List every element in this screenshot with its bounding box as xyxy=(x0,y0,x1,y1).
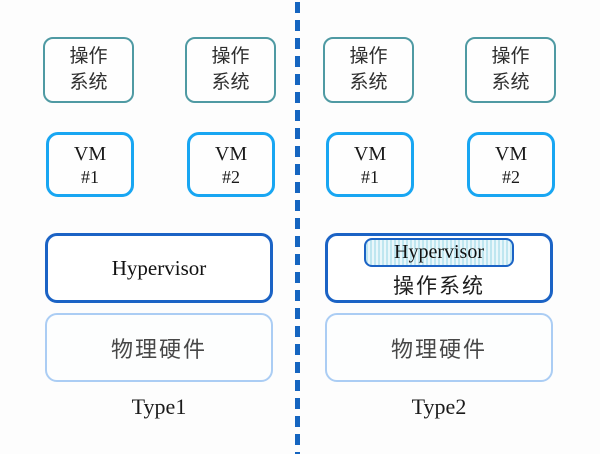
hypervisor-label: Hypervisor xyxy=(111,255,207,280)
vm-label: VM xyxy=(73,142,107,165)
host-os-with-hypervisor-box: Hypervisor 操作系统 xyxy=(325,233,553,303)
vm-label: VM xyxy=(353,142,387,165)
guest-os-label-line2: 系统 xyxy=(211,72,250,93)
guest-os-label-line2: 系统 xyxy=(349,72,388,93)
dashed-divider-line xyxy=(295,2,300,454)
vm-box: VM #1 xyxy=(326,132,414,197)
vm-number: #1 xyxy=(361,166,379,187)
guest-os-label-line1: 操作 xyxy=(211,46,250,67)
guest-os-label-line1: 操作 xyxy=(349,46,388,67)
hypervisor-label: Hypervisor xyxy=(394,240,484,263)
guest-os-label-line1: 操作 xyxy=(491,46,530,67)
host-os-label: 操作系统 xyxy=(393,273,485,298)
guest-os-box: 操作 系统 xyxy=(323,37,414,103)
vm-number: #1 xyxy=(81,166,99,187)
hypervisor-box: Hypervisor xyxy=(45,233,273,303)
physical-hardware-label: 物理硬件 xyxy=(390,336,487,362)
guest-os-box: 操作 系统 xyxy=(465,37,556,103)
vm-box: VM #1 xyxy=(46,132,134,197)
physical-hardware-box: 物理硬件 xyxy=(325,313,553,382)
vm-number: #2 xyxy=(222,166,240,187)
guest-os-label-line2: 系统 xyxy=(491,72,530,93)
vm-label: VM xyxy=(494,142,528,165)
type2-column: 操作 系统 操作 系统 VM #1 VM #2 Hypervisor 操作系统 … xyxy=(280,0,578,454)
guest-os-label-line2: 系统 xyxy=(69,72,108,93)
type2-caption: Type2 xyxy=(411,394,467,419)
physical-hardware-box: 物理硬件 xyxy=(45,313,273,382)
hypervisor-badge: Hypervisor xyxy=(364,237,514,267)
type1-column: 操作 系统 操作 系统 VM #1 VM #2 Hypervisor 物理硬件 … xyxy=(0,0,298,454)
guest-os-box: 操作 系统 xyxy=(43,37,134,103)
vm-box: VM #2 xyxy=(467,132,555,197)
physical-hardware-label: 物理硬件 xyxy=(110,336,207,362)
guest-os-box: 操作 系统 xyxy=(185,37,276,103)
guest-os-label-line1: 操作 xyxy=(69,46,108,67)
vm-number: #2 xyxy=(502,166,520,187)
type1-caption: Type1 xyxy=(131,394,187,419)
vm-label: VM xyxy=(214,142,248,165)
vm-box: VM #2 xyxy=(187,132,275,197)
